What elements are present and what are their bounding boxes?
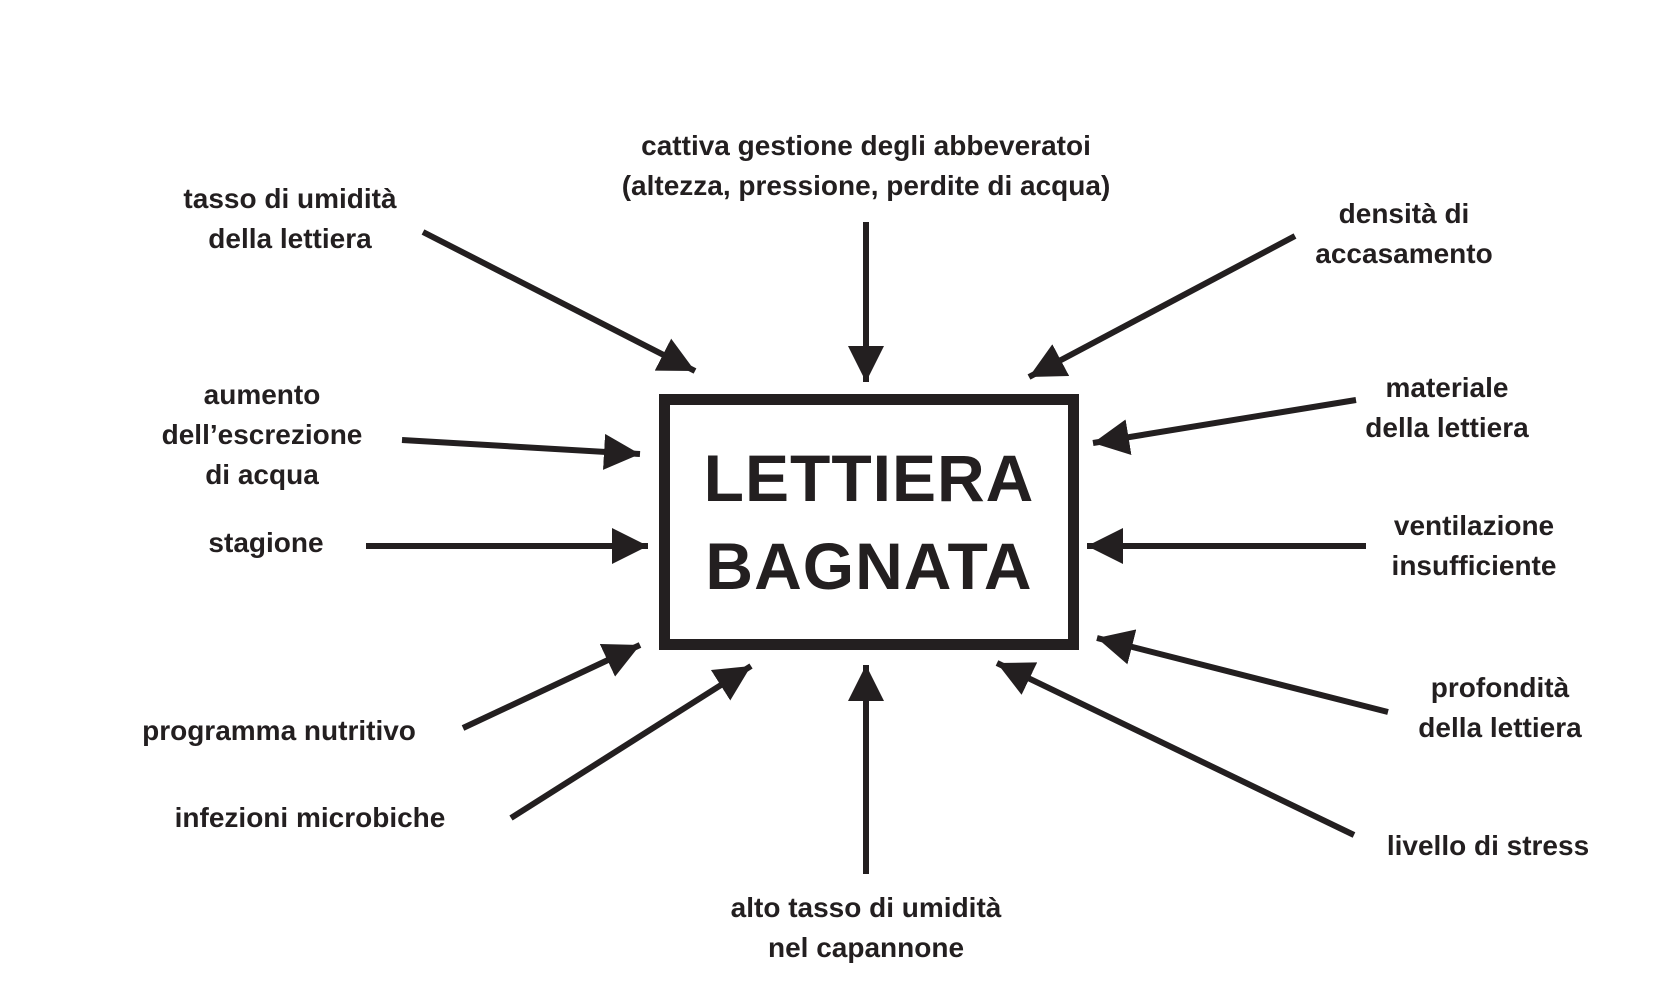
factor-profondita: profondità della lettiera bbox=[1418, 672, 1582, 743]
factor-infezioni: infezioni microbiche bbox=[174, 802, 446, 833]
arrow-tasso-umidita-lettiera bbox=[421, 229, 697, 374]
arrow-stress bbox=[995, 660, 1356, 838]
arrow-escrezione bbox=[401, 433, 641, 470]
arrow-profondita bbox=[1096, 629, 1389, 715]
arrow-programma bbox=[461, 642, 642, 731]
factor-stagione: stagione bbox=[208, 527, 324, 558]
factor-programma: programma nutritivo bbox=[142, 715, 416, 746]
factor-abbeveratoi: cattiva gestione degli abbeveratoi (alte… bbox=[621, 130, 1111, 201]
factor-densita: densità di accasamento bbox=[1315, 198, 1493, 269]
center-box: LETTIERA BAGNATA bbox=[659, 394, 1079, 650]
center-title-line-1: LETTIERA bbox=[703, 441, 1035, 515]
factor-ventilazione: ventilazione insufficiente bbox=[1391, 510, 1557, 581]
factor-escrezione: aumento dell’escrezione di acqua bbox=[161, 379, 363, 490]
arrow-infezioni bbox=[509, 663, 753, 821]
center-title-line-2: BAGNATA bbox=[705, 529, 1033, 603]
factor-stress: livello di stress bbox=[1386, 830, 1590, 861]
arrow-materiale bbox=[1092, 397, 1357, 455]
factor-tasso-umidita-lettiera: tasso di umidità della lettiera bbox=[183, 183, 397, 254]
factor-umidita-capannone: alto tasso di umidità nel capannone bbox=[730, 892, 1002, 963]
factor-materiale: materiale della lettiera bbox=[1365, 372, 1529, 443]
arrow-densita bbox=[1027, 233, 1297, 380]
